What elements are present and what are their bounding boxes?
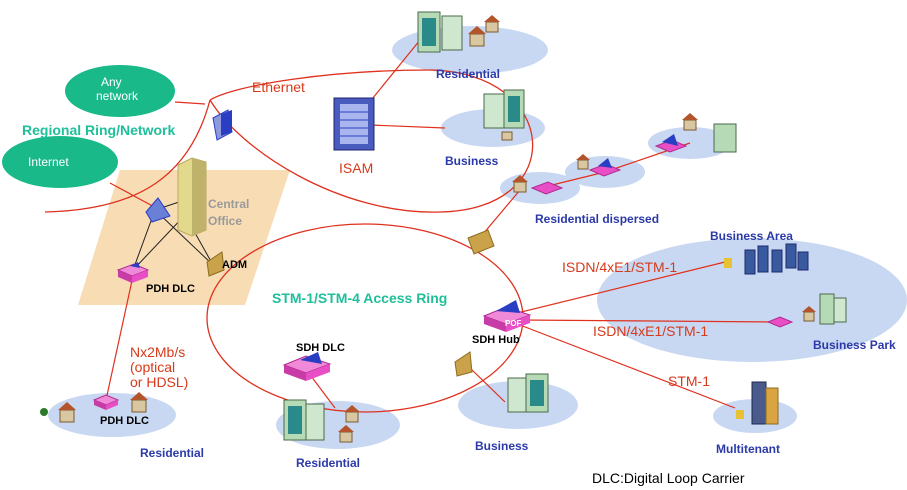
dispersed-dlc-icons [530,134,688,195]
isam-icon [333,97,375,151]
nx2mb-label-line3: or HDSL) [130,374,188,390]
multitenant-building [736,381,779,425]
business-area-region [597,238,907,362]
any-network-cloud [65,65,175,117]
nx2mb-label-line2: (optical [130,359,175,375]
any-network-label-line1: Any [101,75,122,89]
office-router-icon [145,197,171,223]
residential-left-houses [40,392,148,423]
residential-dispersed-label: Residential dispersed [535,212,659,226]
links [105,39,776,409]
residential-top-buildings [417,11,500,53]
residential-left-label: Residential [140,446,204,460]
pdh-dlc-office-icon [116,262,150,283]
business-bottom-buildings [507,373,549,413]
business-area-buildings [724,243,809,275]
central-office-label-line1: Central [208,197,249,211]
internet-label: Internet [28,155,69,169]
business-park-label: Business Park [813,338,896,352]
nx2mb-label-line1: Nx2Mb/s [130,344,185,360]
business-park-dlc-icon [766,316,794,328]
business-area-label: Business Area [710,229,793,243]
footnote-label: DLC:Digital Loop Carrier [592,470,745,486]
adm-icon [206,251,225,277]
internet-cloud [2,136,118,188]
business-top-label: Business [445,154,499,168]
dispersed-houses [512,113,737,193]
ring-adm-top-icon [467,229,495,255]
any-network-label-line2: network [96,89,139,103]
isdn-label-1: ISDN/4xE1/STM-1 [562,259,677,275]
regional-node-icon [212,109,233,141]
pof-label: POF [505,319,522,328]
regional-ring-left [44,99,211,213]
isdn-label-2: ISDN/4xE1/STM-1 [593,323,708,339]
regional-ring [209,69,534,213]
stm1-label: STM-1 [668,373,710,389]
sdh-hub-label: SDH Hub [472,334,520,346]
central-office-label-line2: Office [208,214,242,228]
central-office-building [177,157,207,237]
adm-label: ADM [222,259,247,271]
sdh-hub-icon [482,300,532,332]
pdh-dlc-residential-label: PDH DLC [100,415,149,427]
residential-top-label: Residential [436,67,500,81]
sdh-dlc-icon [282,352,332,381]
pdh-dlc-office-label: PDH DLC [146,283,195,295]
regional-ring-label: Regional Ring/Network [22,122,175,138]
residential-bottom-buildings [283,399,360,443]
ethernet-label: Ethernet [252,79,305,95]
access-ring-label: STM-1/STM-4 Access Ring [272,290,447,306]
business-top-buildings [483,89,525,141]
pdh-dlc-residential-icon [92,394,120,410]
ring-adm-bottom-icon [454,351,473,377]
sdh-dlc-label: SDH DLC [296,342,345,354]
residential-bottom-label: Residential [296,456,360,470]
isam-label: ISAM [339,160,373,176]
business-bottom-label: Business [475,439,529,453]
business-park-buildings [802,293,847,325]
multitenant-label: Multitenant [716,442,780,456]
